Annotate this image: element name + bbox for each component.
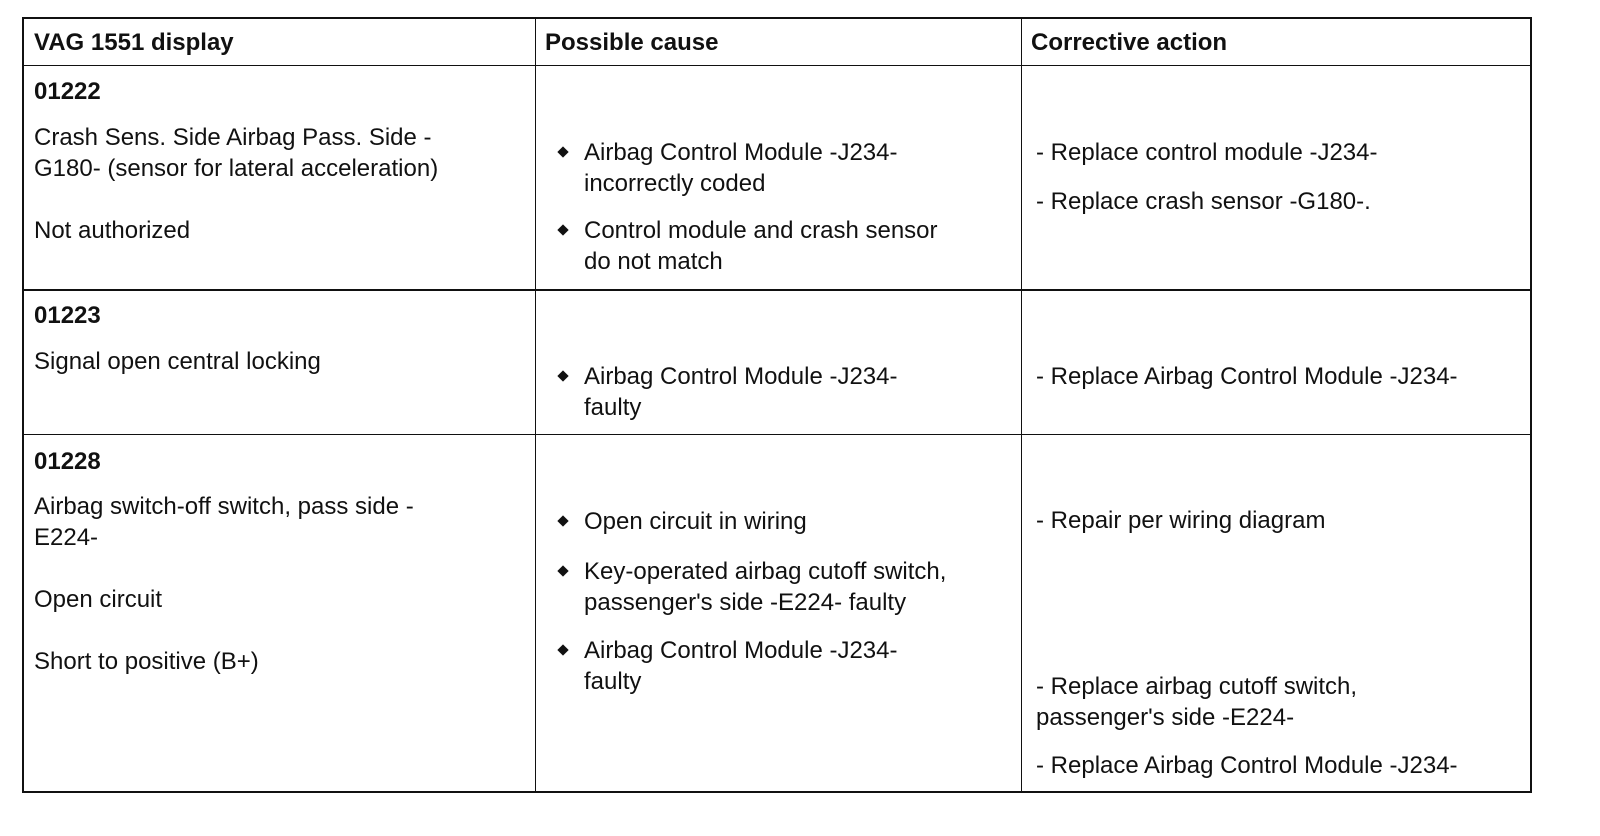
display-line: G180- (sensor for lateral acceleration) [34,155,439,182]
display-line: Airbag switch-off switch, pass side - [34,493,414,520]
display-line: Signal open central locking [34,348,321,375]
action-item: - Replace airbag cutoff switch, [1036,673,1358,700]
action-item: - Replace Airbag Control Module -J234- [1036,363,1458,390]
header-possible-cause: Possible cause [545,29,719,56]
display-line: Crash Sens. Side Airbag Pass. Side - [34,124,432,151]
fault-code: 01222 [34,78,101,105]
header-vag-display: VAG 1551 display [34,29,234,56]
display-line: Open circuit [34,586,163,613]
action-item: - Replace crash sensor -G180-. [1036,188,1371,215]
diamond-bullet-icon [557,224,569,236]
display-line: E224- [34,524,99,551]
diamond-bullet-icon [557,565,569,577]
action-item: - Replace Airbag Control Module -J234- [1036,752,1458,779]
fault-code: 01223 [34,302,101,329]
action-item: passenger's side -E224- [1036,704,1295,731]
diagnostic-table: VAG 1551 display Possible cause Correcti… [22,17,1532,793]
header-corrective-action: Corrective action [1031,29,1228,56]
column-divider-1 [535,19,536,791]
header-divider [24,65,1530,66]
diamond-bullet-icon [557,515,569,527]
column-divider-2 [1021,19,1022,791]
fault-code: 01228 [34,448,101,475]
action-item: - Repair per wiring diagram [1036,507,1326,534]
display-line: Short to positive (B+) [34,648,259,675]
action-item: - Replace control module -J234- [1036,139,1378,166]
diamond-bullet-icon [557,644,569,656]
row-divider-2 [24,434,1530,435]
diamond-bullet-icon [557,146,569,158]
display-line: Not authorized [34,217,191,244]
row-divider-1 [24,289,1530,291]
diamond-bullet-icon [557,370,569,382]
